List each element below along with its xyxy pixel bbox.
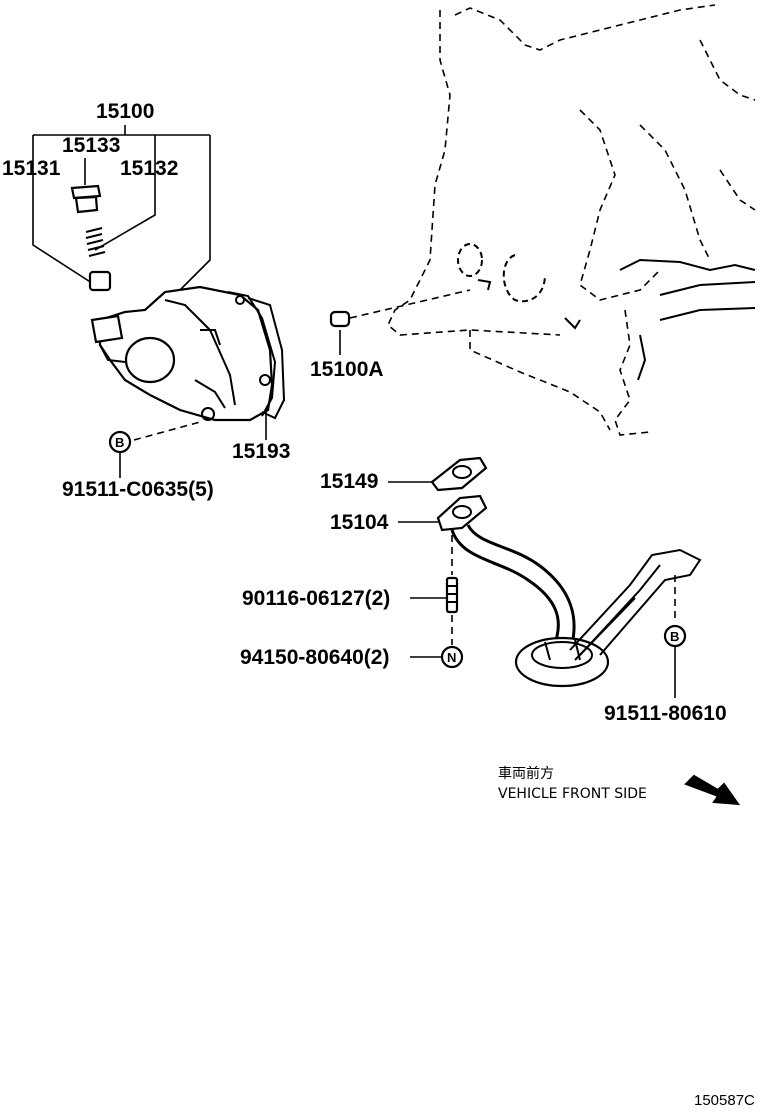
label-15132: 15132: [120, 157, 178, 180]
oil-strainer-15104: [398, 494, 702, 698]
marker-letter-n: N: [447, 650, 456, 665]
label-90116-06127: 90116-06127(2): [242, 587, 390, 610]
label-91511-C0635: 91511-C0635(5): [62, 478, 214, 501]
direction-note-jp: 車両前方: [498, 765, 554, 782]
engine-block-outline: [387, 4, 756, 436]
label-15149: 15149: [320, 470, 378, 493]
marker-letter-b-left: B: [115, 435, 124, 450]
label-15100A: 15100A: [310, 358, 384, 381]
gasket-15149: [388, 456, 488, 492]
label-15131: 15131: [2, 157, 61, 180]
arrow-down-right-icon: [684, 774, 741, 806]
label-15193: 15193: [232, 440, 290, 463]
label-91511-80610: 91511-80610: [604, 702, 727, 725]
bolt-91511-C0635-callout: [108, 421, 201, 478]
marker-letter-b-right: B: [670, 629, 679, 644]
label-94150-80640: 94150-80640(2): [240, 646, 389, 669]
direction-note-en: VEHICLE FRONT SIDE: [498, 786, 647, 802]
stud-and-nut: [410, 535, 464, 669]
part-15100A-pin: [329, 289, 471, 355]
oil-pump-assembly: [32, 125, 286, 440]
label-15104: 15104: [330, 511, 389, 534]
label-15100: 15100: [96, 100, 154, 123]
figure-reference: 150587C: [694, 1092, 755, 1109]
label-15133: 15133: [62, 134, 120, 157]
